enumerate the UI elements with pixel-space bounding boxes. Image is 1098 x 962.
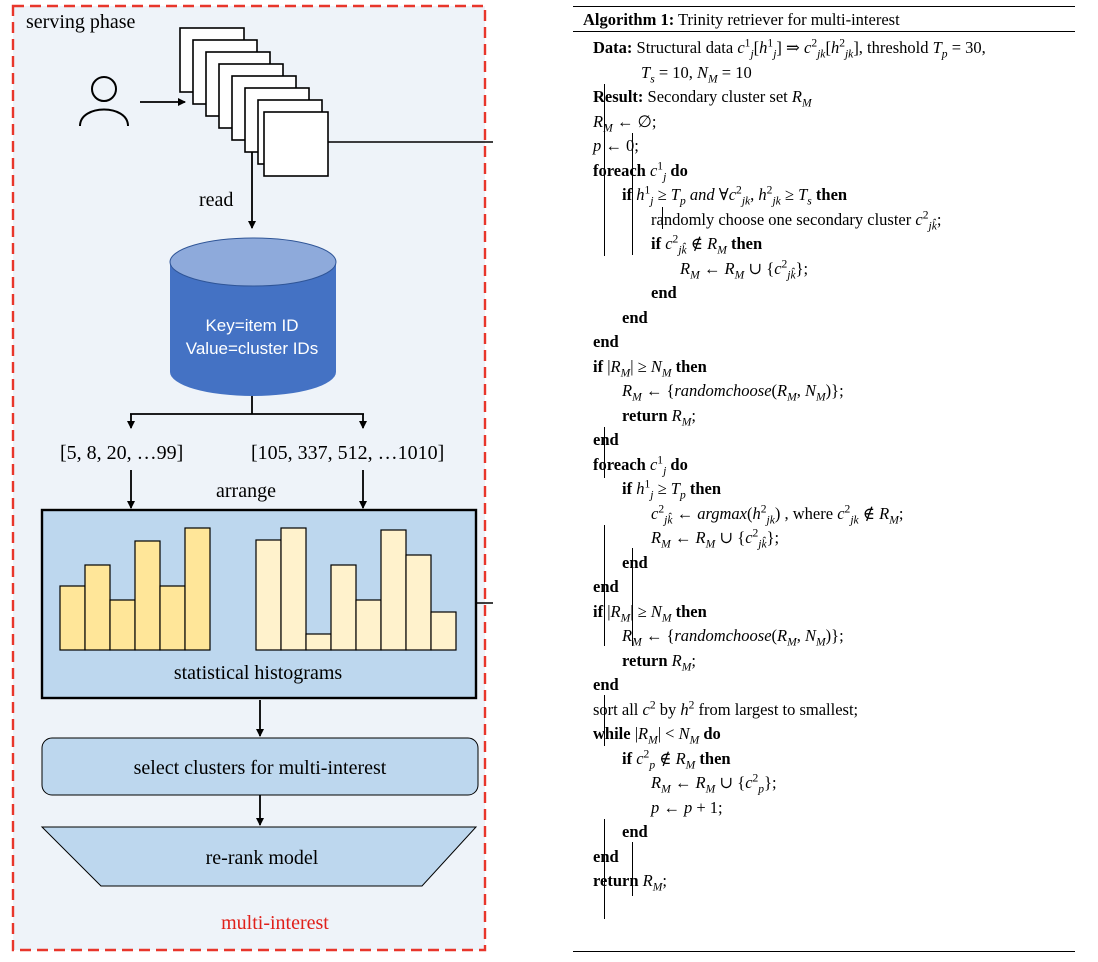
- histogram-bar-right: [380, 529, 407, 651]
- histogram-left: [59, 527, 211, 651]
- histogram-bar-right: [405, 554, 432, 651]
- histogram-bar-left: [159, 585, 186, 651]
- algo-line: RM ← RM ∪ {c2jk̂};: [651, 527, 780, 551]
- algo-line: Data: Structural data c1j[h1j] ⇒ c2jk[h2…: [593, 37, 986, 61]
- histogram-bar-right: [305, 633, 332, 651]
- algo-line: if c2p ∉ RM then: [622, 748, 731, 771]
- algo-line: p ← p + 1;: [651, 797, 723, 817]
- algo-line: if c2jk̂ ∉ RM then: [651, 233, 763, 257]
- multi-interest-label: multi-interest: [221, 912, 329, 934]
- cluster-list-right: [105, 337, 512, …1010]: [251, 442, 444, 464]
- histograms-label: statistical histograms: [174, 662, 343, 684]
- algo-line: if |RM| ≥ NM then: [593, 601, 707, 624]
- histogram-bar-right: [430, 611, 457, 651]
- histogram-bar-left: [59, 585, 86, 651]
- algo-line: c2jk̂ ← argmax(h2jk) , where c2jk ∉ RM;: [651, 503, 904, 526]
- algo-line: sort all c2 by h2 from largest to smalle…: [593, 699, 859, 719]
- rerank-model-block: [40, 826, 478, 887]
- algo-line: if h1j ≥ Tp then: [622, 478, 722, 502]
- histogram-bar-left: [134, 540, 161, 651]
- histogram-bar-right: [255, 539, 282, 651]
- user-icon: [79, 76, 129, 127]
- histogram-bar-left: [84, 564, 111, 651]
- algo-line: p ← 0;: [593, 136, 639, 155]
- algo-line: RM ← RM ∪ {c2jk̂};: [680, 258, 809, 281]
- algorithm-title: Algorithm 1: Trinity retriever for multi…: [573, 7, 1075, 32]
- histogram-right: [255, 527, 457, 651]
- algo-line: randomly choose one secondary cluster c2…: [651, 209, 942, 232]
- algorithm-block: Algorithm 1: Trinity retriever for multi…: [573, 6, 1075, 952]
- algo-line: if |RM| ≥ NM then: [593, 356, 707, 379]
- histogram-bar-left: [184, 527, 211, 651]
- algo-line: RM ← ∅;: [593, 111, 657, 134]
- algo-line: return RM;: [593, 871, 667, 894]
- algo-line: RM ← {randomchoose(RM, NM)};: [622, 626, 844, 649]
- algo-line: return RM;: [622, 650, 696, 673]
- algo-line: foreach c1j do: [593, 160, 688, 183]
- database-icon: [169, 237, 337, 396]
- algo-line: end: [593, 332, 619, 351]
- histogram-bar-right: [330, 564, 357, 651]
- read-label: read: [199, 189, 233, 211]
- algo-line: RM ← {randomchoose(RM, NM)};: [622, 381, 844, 404]
- rerank-model-label: re-rank model: [206, 847, 319, 869]
- cluster-list-left: [5, 8, 20, …99]: [60, 442, 183, 464]
- arrange-label: arrange: [216, 480, 276, 502]
- db-key-label: Key=item ID: [205, 316, 298, 335]
- algo-line: if h1j ≥ Tp and ∀c2jk, h2jk ≥ Ts then: [622, 184, 848, 208]
- histogram-bar-right: [355, 599, 382, 651]
- algo-line: Result: Secondary cluster set RM: [593, 87, 812, 110]
- phase-label: serving phase: [26, 11, 136, 33]
- algo-line: end: [622, 307, 648, 327]
- algo-line: foreach c1j do: [593, 454, 688, 477]
- item-stack: [179, 27, 329, 177]
- algo-line: end: [622, 822, 648, 841]
- algo-line: end: [593, 846, 619, 866]
- algo-line: Ts = 10, NM = 10: [641, 62, 752, 85]
- pipeline-diagram: serving phase read Key=item ID Value=clu…: [11, 4, 493, 952]
- histogram-bar-left: [109, 599, 136, 651]
- select-clusters-label: select clusters for multi-interest: [134, 757, 387, 779]
- algo-line: end: [593, 675, 619, 694]
- algo-line: while |RM| < NM do: [593, 724, 721, 747]
- algo-line: end: [622, 552, 648, 572]
- algo-line: end: [593, 577, 619, 596]
- db-value-label: Value=cluster IDs: [186, 339, 318, 358]
- histogram-bar-right: [280, 527, 307, 651]
- algo-line: return RM;: [622, 405, 696, 428]
- algorithm-body: Data: Structural data c1j[h1j] ⇒ c2jk[h2…: [573, 32, 1075, 919]
- algo-line: end: [651, 283, 677, 302]
- algo-line: RM ← RM ∪ {c2p};: [651, 772, 777, 796]
- algo-line: end: [593, 430, 619, 449]
